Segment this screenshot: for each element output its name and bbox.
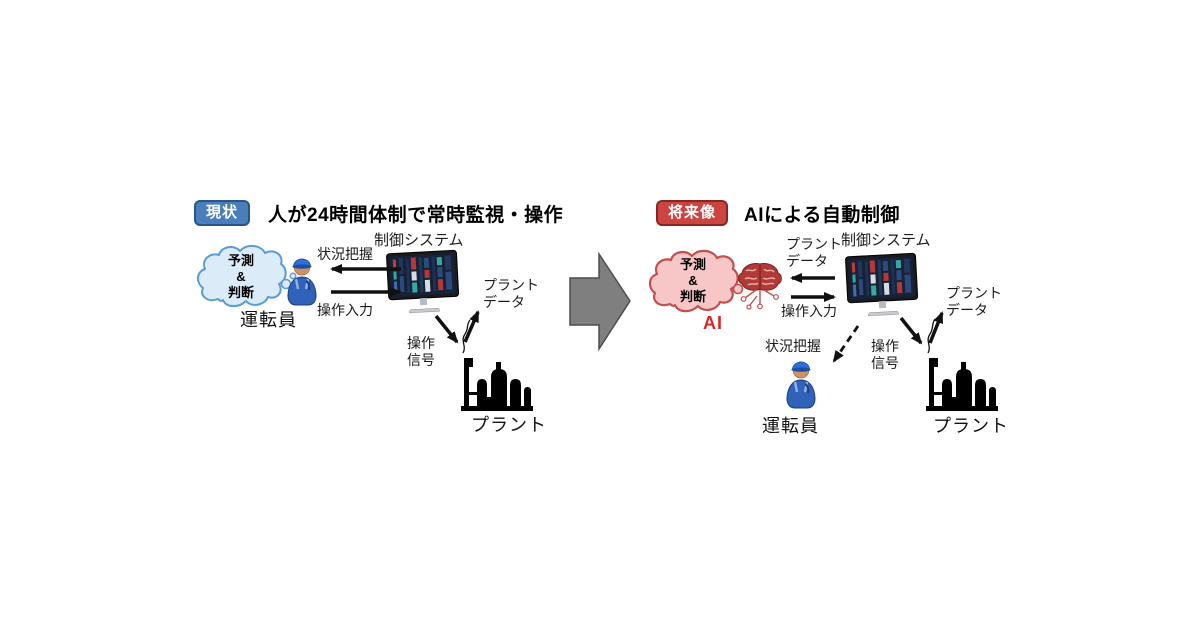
circuit-nodes	[740, 294, 779, 310]
screen-bars	[851, 258, 912, 297]
current-signal-arrow	[434, 314, 459, 344]
current-signal-label: 操作 信号	[407, 335, 435, 368]
current-plant-data-arrow	[463, 310, 480, 343]
future-thought-cloud-icon	[648, 249, 749, 313]
future-title: AIによる自動制御	[744, 205, 900, 226]
current-plant-label: プラント	[471, 415, 547, 435]
future-plant-icon	[926, 358, 998, 411]
current-badge: 現状	[194, 200, 251, 226]
future-input-label: 操作入力	[781, 303, 837, 319]
current-plant-data-label: プラント データ	[483, 277, 539, 310]
current-monitor-icon	[386, 249, 460, 314]
circuit-lines	[744, 289, 775, 306]
future-plant-data-to-ai-label: プラント データ	[786, 236, 842, 269]
future-monitor-icon	[845, 252, 919, 317]
thought-bubble-dot	[732, 283, 744, 295]
current-title: 人が24時間体制で常時監視・操作	[268, 205, 564, 226]
current-cloud-text: 予測 & 判断	[227, 253, 254, 300]
future-plant-data-arrow	[928, 311, 944, 344]
future-operator-icon	[786, 361, 816, 409]
future-signal-wire	[927, 318, 936, 354]
future-signal-arrow	[899, 316, 923, 345]
current-operator-label: 運転員	[240, 310, 297, 330]
future-status-dashed-arrow	[832, 325, 860, 363]
current-control-system-label: 制御システム	[374, 232, 464, 249]
screen-bars	[392, 255, 453, 294]
future-badge: 将来像	[656, 200, 729, 226]
current-thought-cloud-icon	[197, 245, 297, 308]
current-status-label: 状況把握	[317, 246, 373, 262]
current-input-label: 操作入力	[317, 302, 373, 318]
current-signal-wire	[462, 319, 471, 354]
thought-bubble-dot	[289, 272, 297, 280]
future-operator-label: 運転員	[762, 416, 819, 436]
future-status-label: 状況把握	[765, 338, 821, 354]
future-plant-data-label: プラント データ	[946, 285, 1002, 318]
current-operator-icon	[287, 258, 317, 306]
future-control-system-label: 制御システム	[841, 232, 931, 249]
brain-convolutions	[744, 268, 776, 286]
ai-brain-icon	[738, 263, 782, 310]
current-plant-icon	[461, 358, 533, 411]
transition-arrow	[569, 251, 631, 352]
ai-label: AI	[703, 313, 723, 333]
future-cloud-text: 予測 & 判断	[679, 257, 706, 304]
future-signal-label: 操作 信号	[871, 338, 899, 371]
future-plant-label: プラント	[933, 416, 1009, 436]
